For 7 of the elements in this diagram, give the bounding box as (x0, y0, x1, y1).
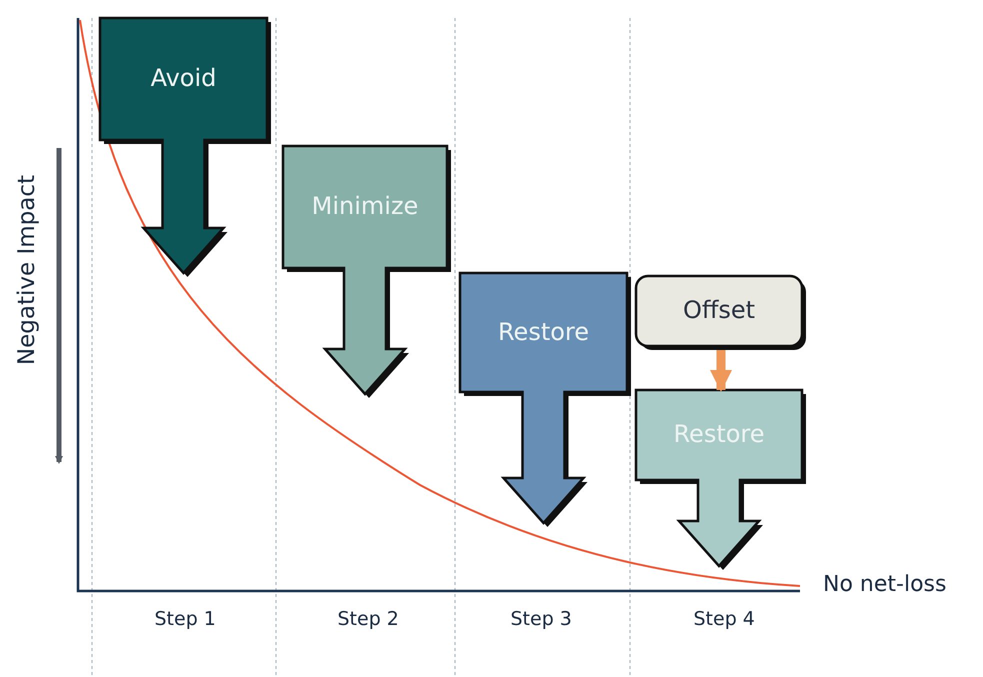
arrow (710, 350, 732, 392)
axis-label: No net-loss (823, 572, 946, 597)
step-label: Step 4 (694, 608, 755, 630)
axis-label: Negative Impact (14, 175, 40, 366)
step-label: Step 3 (510, 608, 572, 630)
step-label: Step 1 (154, 608, 216, 630)
step-label: Step 2 (338, 608, 399, 630)
